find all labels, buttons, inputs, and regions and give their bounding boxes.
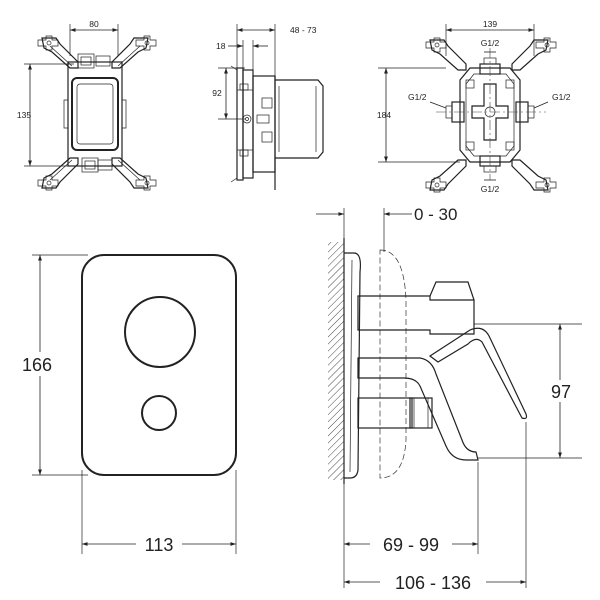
dim-label-139: 139	[483, 19, 497, 29]
dim-label-18: 18	[216, 41, 226, 51]
dim-label-69-99: 69 - 99	[383, 535, 439, 555]
dim-label-135: 135	[17, 110, 31, 120]
dimension-total-depth: 106 - 136	[344, 422, 527, 593]
lever-knob	[141, 395, 177, 431]
dimension-back-height: 184	[377, 67, 460, 163]
dimension-front-width: 80	[69, 19, 119, 56]
diverter-knob	[124, 296, 196, 368]
dimension-wall-adjust: 0 - 30	[316, 205, 457, 252]
thread-label-left: G1/2	[408, 92, 427, 102]
thread-label-right: G1/2	[552, 92, 571, 102]
dim-label-80: 80	[89, 19, 99, 29]
dim-label-184: 184	[377, 110, 391, 120]
dim-label-92: 92	[212, 88, 222, 98]
thread-label-bottom: G1/2	[481, 184, 500, 194]
thread-labels: G1/2 G1/2 G1/2 G1/2	[408, 38, 571, 194]
dimension-body-depth: 69 - 99	[343, 462, 479, 588]
dim-label-0-30: 0 - 30	[414, 205, 457, 224]
dimension-side-depth: 48 - 73	[236, 24, 317, 76]
thread-label-top: G1/2	[481, 38, 500, 48]
dim-label-48-73: 48 - 73	[290, 25, 317, 35]
cover-plate-front-view	[81, 254, 237, 476]
dimension-plate-height: 166	[16, 254, 88, 476]
dimension-plate-width: 113	[81, 470, 237, 555]
dimension-front-height: 135	[17, 63, 74, 167]
wall-hatch	[328, 242, 344, 480]
dim-label-113: 113	[145, 535, 174, 555]
dimension-back-width: 139	[445, 19, 535, 56]
side-view-mounting-box	[230, 65, 324, 190]
back-view-mounting-box	[425, 37, 557, 193]
dim-label-106-136: 106 - 136	[395, 573, 471, 593]
dim-label-97: 97	[551, 382, 571, 402]
dimension-lever-height: 97	[474, 323, 582, 459]
front-view-mounting-box	[37, 35, 157, 191]
dimension-side-offset: 18	[216, 40, 268, 76]
side-section-view	[328, 238, 528, 484]
dimension-side-height: 92	[212, 67, 245, 120]
dim-label-166: 166	[22, 355, 52, 375]
